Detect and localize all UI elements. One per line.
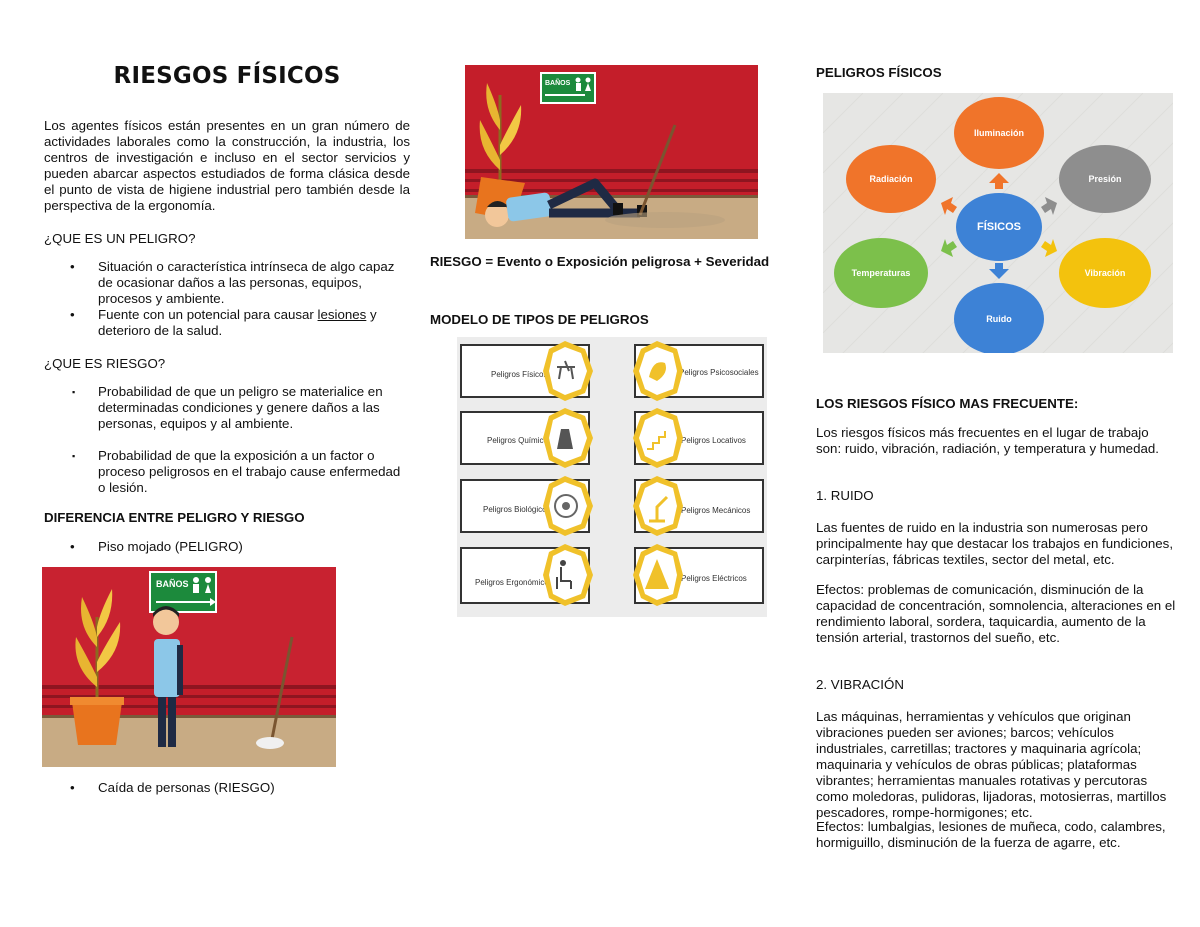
svg-text:FÍSICOS: FÍSICOS	[977, 220, 1021, 233]
node-ruido: Ruido	[954, 283, 1044, 353]
table-icon	[543, 341, 593, 401]
modelo-heading: MODELO DE TIPOS DE PELIGROS	[430, 312, 649, 327]
arrow-icon	[1041, 197, 1057, 215]
arrow-icon	[1041, 239, 1057, 257]
svg-text:Peligros Ergonómicos: Peligros Ergonómicos	[475, 578, 553, 587]
svg-text:Peligros Psicosociales: Peligros Psicosociales	[679, 368, 759, 377]
electric-warning-icon	[633, 544, 683, 606]
intro-paragraph: Los agentes físicos están presentes en u…	[44, 118, 410, 213]
list-item: Fuente con un potencial para causar lesi…	[44, 307, 410, 339]
vibracion-text: Las máquinas, herramientas y vehículos q…	[816, 709, 1167, 820]
svg-text:BAÑOS: BAÑOS	[545, 78, 571, 87]
ruido-efectos: Efectos: problemas de comunicación, dism…	[816, 582, 1176, 645]
node-iluminacion: Iluminación	[954, 97, 1044, 169]
svg-text:Peligros Biológicos: Peligros Biológicos	[483, 505, 551, 514]
svg-text:Peligros Mecánicos: Peligros Mecánicos	[681, 506, 750, 515]
svg-text:Ruido: Ruido	[986, 314, 1012, 324]
svg-text:Presión: Presión	[1088, 174, 1121, 184]
arrow-icon	[989, 173, 1009, 189]
svg-text:Peligros Químicos: Peligros Químicos	[487, 436, 552, 445]
svg-text:Temperaturas: Temperaturas	[852, 268, 911, 278]
vibracion-heading: 2. VIBRACIÓN	[816, 677, 904, 692]
peligro-list: Situación o característica intrínseca de…	[44, 259, 410, 339]
riesgo-list: Probabilidad de que un peligro se materi…	[44, 384, 410, 496]
svg-text:Peligros Locativos: Peligros Locativos	[681, 436, 746, 445]
svg-text:Peligros Físicos: Peligros Físicos	[491, 370, 547, 379]
svg-text:Radiación: Radiación	[869, 174, 912, 184]
fisicos-diagram: Iluminación Presión Vibración Ruido Temp…	[823, 93, 1173, 353]
lesiones-link[interactable]: lesiones	[317, 307, 367, 322]
frecuentes-text: Los riesgos físicos más frecuentes en el…	[816, 425, 1159, 456]
ergonomic-chair-icon	[543, 544, 593, 606]
page-title: RIESGOS FÍSICOS	[113, 63, 341, 89]
list-item: Probabilidad de que la exposición a un f…	[44, 448, 410, 496]
node-vibracion: Vibración	[1059, 238, 1151, 308]
node-center-fisicos: FÍSICOS	[956, 193, 1042, 261]
list-item: Caída de personas (RIESGO)	[44, 780, 410, 796]
node-radiacion: Radiación	[846, 145, 936, 213]
node-presion: Presión	[1059, 145, 1151, 213]
piso-list: Piso mojado (PELIGRO)	[44, 539, 410, 555]
flask-icon	[543, 408, 593, 468]
riesgo-formula: RIESGO = Evento o Exposición peligrosa +…	[430, 254, 770, 269]
robot-arm-icon	[633, 476, 683, 536]
arrow-icon	[941, 239, 957, 257]
diferencia-heading: DIFERENCIA ENTRE PELIGRO Y RIESGO	[44, 510, 305, 525]
svg-text:Vibración: Vibración	[1085, 268, 1126, 278]
biohazard-icon	[543, 476, 593, 536]
vibracion-efectos: Efectos: lumbalgias, lesiones de muñeca,…	[816, 819, 1166, 850]
caida-list: Caída de personas (RIESGO)	[44, 780, 410, 796]
arrow-icon	[989, 263, 1009, 279]
stairs-icon	[633, 408, 683, 468]
peligro-question: ¿QUE ES UN PELIGRO?	[44, 231, 196, 246]
wet-floor-illustration: BAÑOS	[42, 567, 336, 767]
frecuentes-heading: LOS RIESGOS FÍSICO MAS FRECUENTE:	[816, 396, 1079, 411]
tipos-peligros-diagram: Peligros Físicos Peligros Químicos Pelig…	[457, 337, 767, 617]
ruido-heading: 1. RUIDO	[816, 488, 874, 503]
arrow-icon	[941, 197, 957, 215]
list-item: Probabilidad de que un peligro se materi…	[44, 384, 410, 432]
svg-text:Iluminación: Iluminación	[974, 128, 1024, 138]
fall-illustration: BAÑOS	[465, 65, 758, 239]
ruido-text: Las fuentes de ruido en la industria son…	[816, 520, 1174, 567]
list-item: Piso mojado (PELIGRO)	[44, 539, 410, 555]
brain-icon	[633, 341, 683, 401]
peligros-fisicos-heading: PELIGROS FÍSICOS	[816, 65, 942, 80]
riesgo-question: ¿QUE ES RIESGO?	[44, 356, 166, 371]
list-item: Situación o característica intrínseca de…	[44, 259, 410, 307]
svg-text:BAÑOS: BAÑOS	[156, 579, 189, 589]
node-temperaturas: Temperaturas	[834, 238, 928, 308]
svg-text:Peligros Eléctricos: Peligros Eléctricos	[681, 574, 747, 583]
